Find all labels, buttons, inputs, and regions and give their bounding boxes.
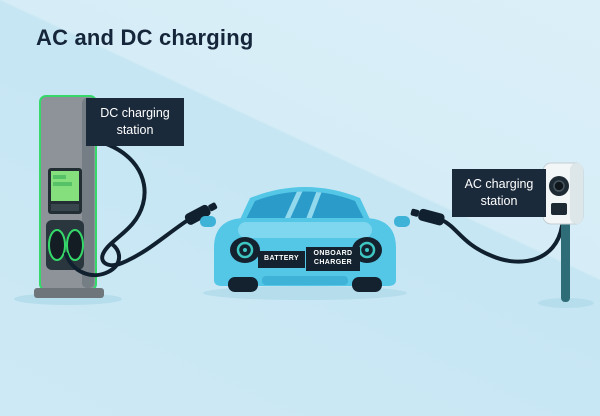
- headlight-left: [230, 237, 260, 263]
- ac-charging-station: [542, 162, 584, 302]
- car-hood-highlight: [238, 222, 372, 238]
- onboard-charger-label: ONBOARD CHARGER: [306, 247, 360, 271]
- car-grille: [262, 276, 348, 285]
- page-title: AC and DC charging: [36, 25, 254, 50]
- wheel-left: [228, 277, 258, 292]
- dc-plug: [184, 202, 218, 225]
- dc-socket-left: [48, 229, 66, 261]
- battery-label: BATTERY: [258, 251, 306, 268]
- dc-charging-station: [34, 95, 104, 298]
- car-mirror-right: [394, 216, 410, 227]
- dc-cable: [64, 138, 190, 278]
- ac-station-label: AC charging station: [452, 169, 546, 217]
- wheel-right: [352, 277, 382, 292]
- car-windshield: [244, 191, 366, 223]
- dc-station-label: DC charging station: [86, 98, 184, 146]
- ac-plug: [410, 208, 445, 226]
- dc-socket-right: [66, 229, 84, 261]
- ac-cable: [440, 218, 564, 264]
- car-mirror-left: [200, 216, 216, 227]
- car: [200, 187, 410, 292]
